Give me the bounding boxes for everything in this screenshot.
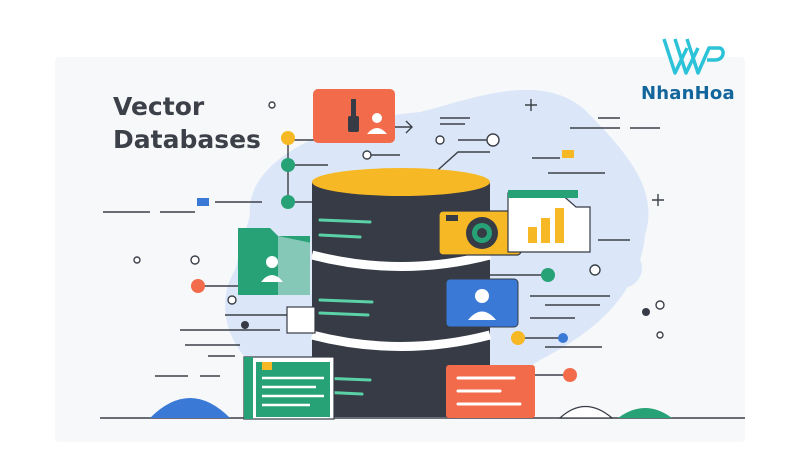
decorative-dots: [133, 101, 665, 379]
user-folder-green: [238, 228, 312, 295]
sparkle-icons: [525, 99, 664, 206]
page-title: Vector Databases: [113, 90, 261, 156]
chart-icon: [507, 190, 591, 253]
mound-grey: [558, 405, 614, 419]
brand-logo: NhanHoa: [637, 36, 757, 106]
brand-name: NhanHoa: [641, 83, 735, 104]
camera-icon: [438, 210, 522, 256]
user-card-blue: [445, 278, 519, 328]
blob-dot: [602, 248, 642, 288]
colored-dots: [191, 131, 650, 382]
text-card-orange: [446, 365, 535, 418]
user-card-orange: [313, 89, 395, 143]
small-card: [286, 306, 316, 334]
nhanhoa-logo-icon: [662, 38, 725, 75]
mound-blue: [150, 398, 230, 418]
title-line-1: Vector: [113, 92, 205, 121]
title-line-2: Databases: [113, 125, 261, 154]
document-icon: [243, 356, 335, 420]
mound-green: [618, 408, 672, 418]
